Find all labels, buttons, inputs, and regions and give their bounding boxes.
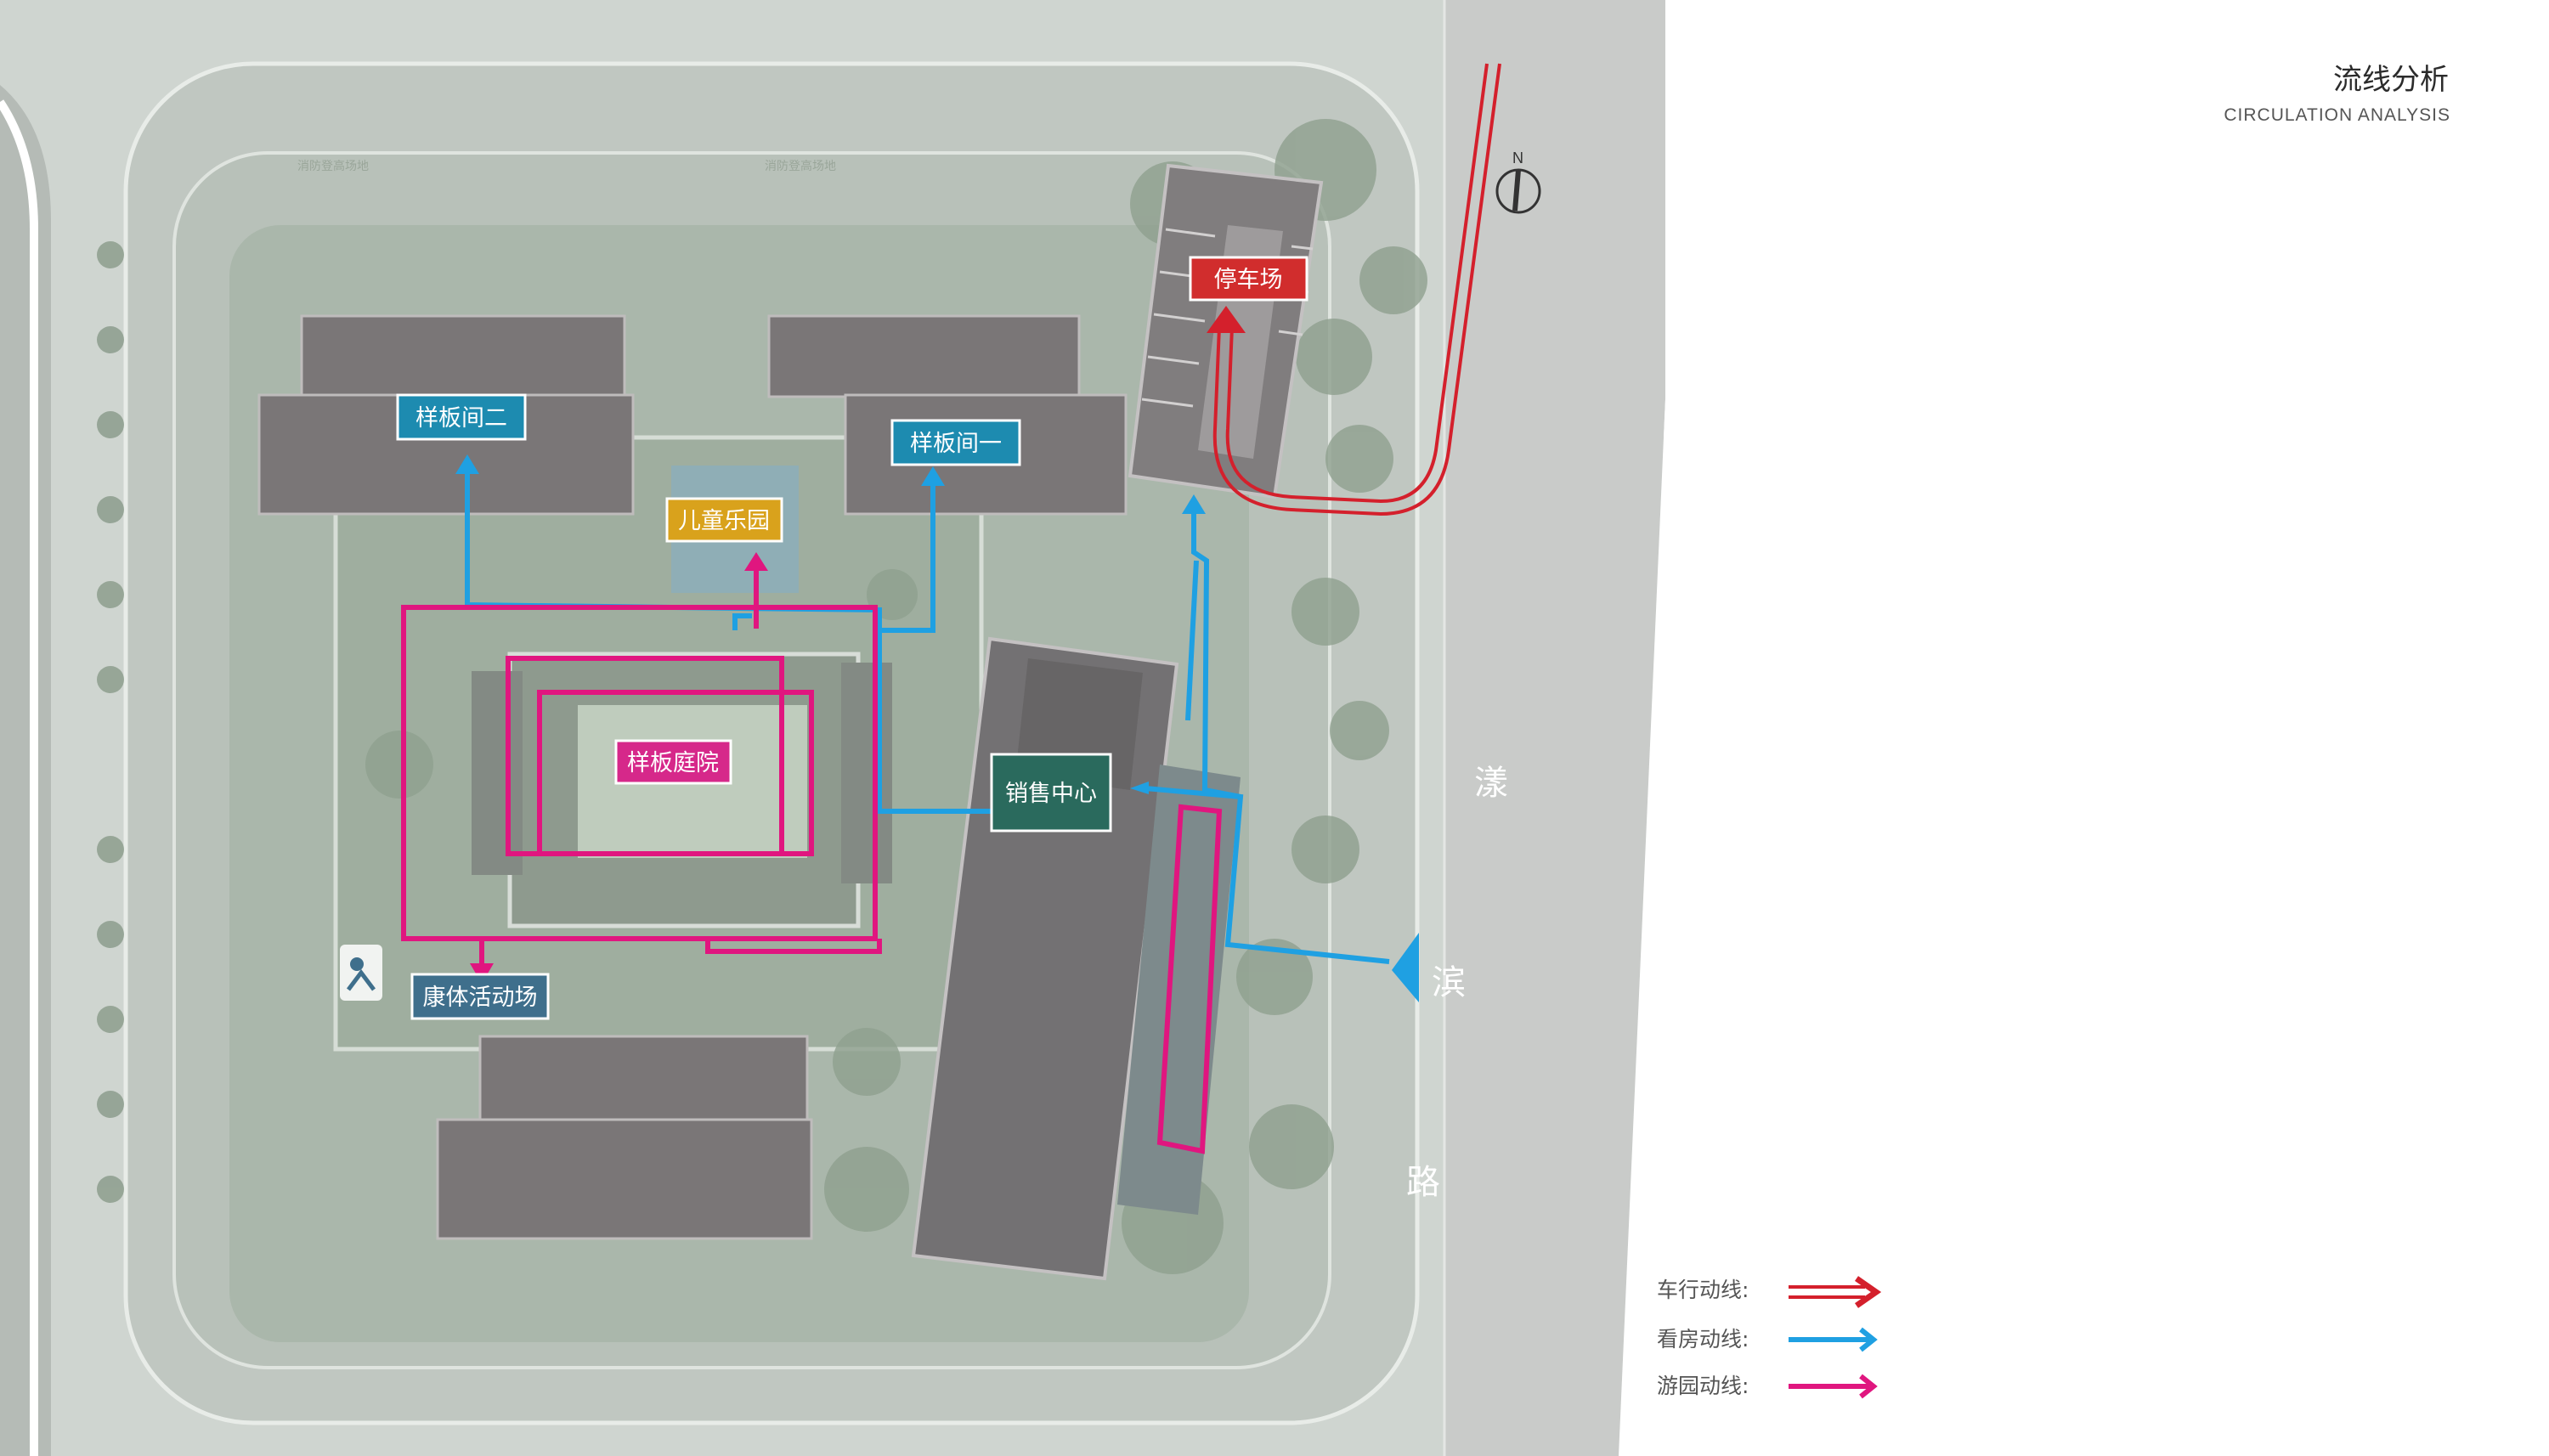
svg-text:儿童乐园: 儿童乐园 bbox=[678, 508, 770, 534]
entry-triangle-icon bbox=[1392, 933, 1419, 1002]
label-model-room-1: 样板间一 bbox=[890, 419, 1021, 466]
garden-tour-route bbox=[401, 569, 1223, 1154]
road-text-1: 消防登高场地 bbox=[297, 159, 369, 173]
road-name-char-1: 漾 bbox=[1474, 764, 1508, 803]
road-text-2: 消防登高场地 bbox=[765, 159, 836, 173]
legend-house-tour-arrow-icon bbox=[1789, 1327, 1878, 1352]
courtyard-wall-left bbox=[472, 671, 523, 875]
legend-label-vehicle: 车行动线: bbox=[1657, 1278, 1749, 1302]
road-surface bbox=[1444, 0, 1665, 1456]
road-name-char-3: 路 bbox=[1406, 1163, 1440, 1202]
legend: 车行动线: 看房动线: 游园动线: bbox=[1657, 1276, 1882, 1399]
label-model-courtyard: 样板庭院 bbox=[614, 739, 732, 785]
road-edge bbox=[1619, 399, 1665, 1456]
svg-text:样板庭院: 样板庭院 bbox=[627, 750, 719, 776]
svg-text:样板间二: 样板间二 bbox=[415, 405, 507, 432]
legend-label-garden-tour: 游园动线: bbox=[1657, 1374, 1749, 1398]
label-parking: 停车场 bbox=[1189, 256, 1308, 302]
tour-arrow-head-1 bbox=[455, 454, 479, 474]
svg-text:销售中心: 销售中心 bbox=[1005, 781, 1097, 807]
svg-text:康体活动场: 康体活动场 bbox=[423, 985, 538, 1011]
courtyard-wall-right bbox=[841, 663, 892, 883]
svg-text:样板间一: 样板间一 bbox=[910, 431, 1002, 457]
white-panel bbox=[1664, 0, 2549, 1456]
label-fitness-area: 康体活动场 bbox=[410, 973, 550, 1020]
fitness-icon bbox=[340, 945, 382, 1001]
tour-arrow-head-2 bbox=[921, 466, 945, 486]
svg-text:停车场: 停车场 bbox=[1214, 267, 1283, 293]
house-tour-route bbox=[465, 469, 1390, 964]
label-sales-center: 销售中心 bbox=[990, 753, 1112, 832]
vehicle-arrow-head bbox=[1207, 306, 1246, 333]
label-model-room-2: 样板间二 bbox=[396, 393, 527, 441]
legend-label-house-tour: 看房动线: bbox=[1657, 1327, 1749, 1352]
road-name-char-2: 滨 bbox=[1432, 963, 1466, 1002]
left-road bbox=[0, 85, 51, 1456]
legend-garden-tour-arrow-icon bbox=[1789, 1374, 1878, 1399]
title-en: CIRCULATION ANALYSIS bbox=[2224, 105, 2450, 125]
left-road-marking bbox=[0, 99, 38, 1456]
vehicle-route bbox=[1212, 63, 1501, 516]
building-south bbox=[436, 1035, 813, 1240]
title-cn: 流线分析 bbox=[2333, 63, 2449, 97]
edge-trees bbox=[97, 241, 124, 1203]
reflecting-pool bbox=[1117, 765, 1241, 1215]
tour-arrow-head-4 bbox=[1130, 782, 1149, 794]
north-arrow-icon: N bbox=[1495, 150, 1541, 214]
garden-arrow-head-2 bbox=[744, 552, 768, 571]
legend-vehicle-arrow-icon bbox=[1789, 1276, 1882, 1308]
tour-arrow-head-3 bbox=[1182, 494, 1206, 514]
svg-text:N: N bbox=[1512, 150, 1523, 166]
label-kids-park: 儿童乐园 bbox=[665, 497, 783, 543]
